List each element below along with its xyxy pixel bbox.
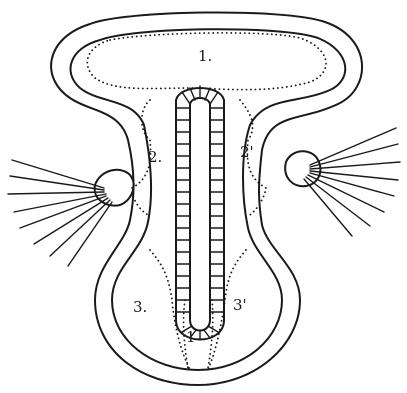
gut-cap-cell-divider (190, 88, 195, 100)
gut-cell-dividers (176, 86, 224, 340)
gut-cap-cell-divider (204, 330, 210, 338)
inner-wall-outline (70, 29, 345, 370)
label-region-1-top: 1. (198, 47, 212, 65)
right-ocellus-ray-5 (310, 173, 394, 196)
right-ocellus-ray-1 (310, 128, 396, 165)
central-gut-tube (176, 86, 224, 340)
right-ocellus-ray-4 (310, 171, 398, 180)
left-ocellus-ray-3 (8, 192, 104, 194)
label-region-2-left: 2. (148, 148, 162, 166)
gut-cap-cell-divider (205, 88, 210, 100)
label-region-2-right: 2' (240, 143, 254, 161)
region-3-left-boundary (150, 250, 190, 370)
label-region-3-right: 3' (233, 296, 247, 314)
gut-tube-outer-wall (176, 88, 224, 340)
right-ocellus-ray-6 (308, 175, 384, 212)
label-region-3-left: 3. (133, 298, 147, 316)
left-ocellus-ring (95, 170, 134, 206)
left-ocellus-ray-8 (68, 202, 112, 266)
gut-tube-inner-wall (190, 98, 210, 331)
left-ocellus-ray-5 (20, 196, 106, 228)
gut-cap-cell-divider (182, 92, 190, 104)
left-ocellus-ray-4 (14, 194, 106, 212)
gut-cap-cell-divider (210, 92, 218, 104)
label-region-1-bottom: 1 (186, 328, 196, 346)
